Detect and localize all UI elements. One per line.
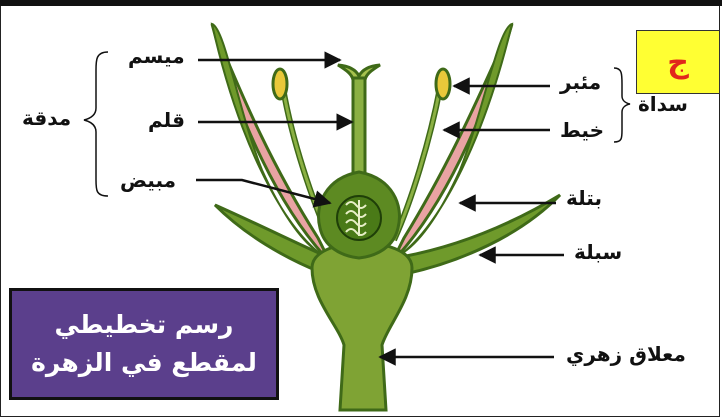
label-stamen: سداة (638, 94, 688, 114)
caption-box: رسم تخطيطي لمقطع في الزهرة (9, 288, 279, 400)
label-pedicel: معلاق زهري (566, 344, 686, 364)
anther-left (273, 69, 287, 99)
label-petal: بتلة (566, 188, 602, 208)
sepal-right (395, 195, 560, 274)
label-pistil: مدقة (22, 108, 71, 128)
receptacle-pedicel (312, 243, 412, 410)
label-anther: مئبر (560, 72, 601, 92)
anther-right (436, 69, 450, 99)
label-ovary: مبيض (120, 170, 176, 190)
caption-line-2: لمقطع في الزهرة (31, 344, 257, 382)
section-badge: ج (636, 30, 720, 94)
caption-line-1: رسم تخطيطي (55, 306, 234, 344)
label-style: قلم (148, 110, 185, 130)
label-sepal: سبلة (574, 242, 622, 262)
label-stigma: ميسم (128, 46, 185, 66)
pistil-bracket (84, 52, 108, 196)
label-filament: خيط (560, 120, 604, 140)
stamen-bracket (614, 68, 630, 142)
